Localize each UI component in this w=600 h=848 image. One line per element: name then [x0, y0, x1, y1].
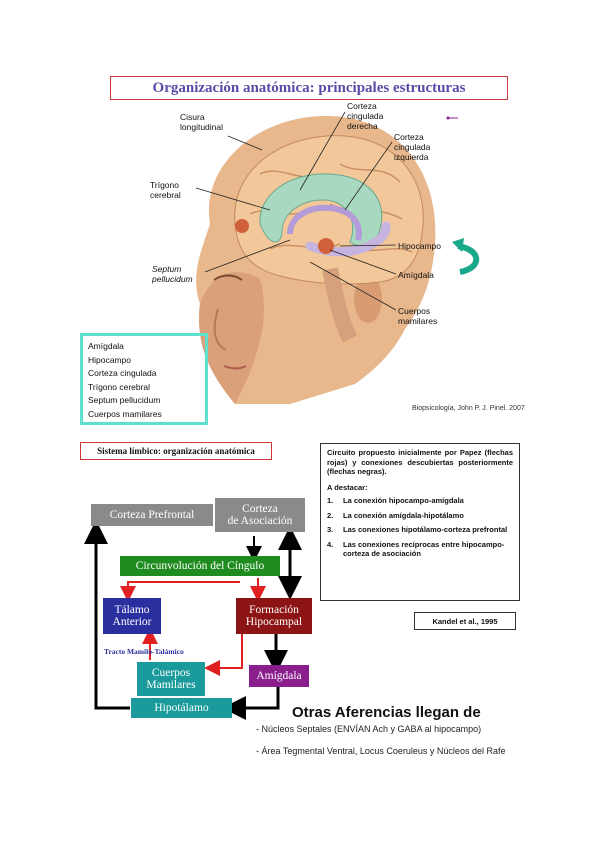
- node-formacion-hipocampal: Formación Hipocampal: [236, 598, 312, 634]
- otras-item: - Área Tegmental Ventral, Locus Coeruleu…: [256, 746, 506, 756]
- list-item: 3.Las conexiones hipotálamo-corteza pref…: [327, 525, 508, 534]
- structure-item: Amígdala: [88, 341, 124, 351]
- page-title: Organización anatómica: principales estr…: [110, 76, 508, 100]
- label-septum: Septum pellucidum: [152, 264, 193, 284]
- node-talamo-anterior: Tálamo Anterior: [103, 598, 161, 634]
- structure-item: Septum pellucidum: [88, 395, 161, 405]
- structure-item: Trígono cerebral: [88, 381, 151, 392]
- list-item: 1.La conexión hipocampo-amígdala: [327, 496, 464, 505]
- section-subtitle: Sistema límbico: organización anatómica: [80, 442, 272, 460]
- node-cuerpos-mamilares: Cuerpos Mamilares: [137, 662, 205, 696]
- node-circunvolucion: Circunvolución del Cíngulo: [120, 556, 280, 576]
- list-item: 2.La conexión amígdala-hipotálamo: [327, 510, 464, 520]
- label-cuerpos-mamilares: Cuerpos mamilares: [398, 306, 438, 326]
- papez-intro: Circuito propuesto inicialmente por Pape…: [327, 448, 513, 476]
- structure-item: Corteza cingulada: [88, 368, 157, 378]
- papez-highlight: A destacar:: [327, 482, 368, 492]
- label-cisura: Cisura longitudinal: [180, 112, 224, 132]
- papez-list: 1.La conexión hipocampo-amígdala 2.La co…: [327, 496, 513, 559]
- node-corteza-asociacion: Corteza de Asociación: [215, 498, 305, 532]
- leader-lines: [195, 111, 480, 311]
- node-corteza-prefrontal: Corteza Prefrontal: [91, 504, 213, 526]
- structure-item: Hipocampo: [88, 354, 131, 365]
- label-amigdala: Amígdala: [398, 270, 434, 280]
- citation-kandel: Kandel et al., 1995: [414, 612, 516, 630]
- label-corteza-izquierda: Corteza cingulada izquierda: [394, 132, 431, 162]
- label-hipocampo: Hipocampo: [398, 241, 441, 251]
- otras-item: - Núcleos Septales (ENVÍAN Ach y GABA al…: [256, 724, 482, 734]
- label-corteza-derecha: Corteza cingulada derecha: [347, 101, 384, 131]
- brain-illustration: [196, 115, 436, 404]
- list-item: 4.Las conexiones recíprocas entre hipoca…: [327, 539, 505, 559]
- label-trigono: Trígono cerebral: [150, 180, 181, 200]
- structures-list: Amígdala Hipocampo Corteza cingulada Trí…: [80, 333, 208, 425]
- node-amigdala: Amígdala: [249, 665, 309, 687]
- label-tracto: Tracto Mamilo-Talámico: [104, 647, 184, 656]
- circuit-arrows: [84, 520, 302, 720]
- structure-item: Cuerpos mamilares: [88, 408, 162, 419]
- otras-title: Otras Aferencias llegan de: [292, 704, 481, 721]
- credit: Biopsicología, John P. J. Pinel. 2007: [412, 405, 525, 412]
- papez-note: Circuito propuesto inicialmente por Pape…: [320, 443, 520, 601]
- node-hipotalamo: Hipotálamo: [131, 698, 232, 718]
